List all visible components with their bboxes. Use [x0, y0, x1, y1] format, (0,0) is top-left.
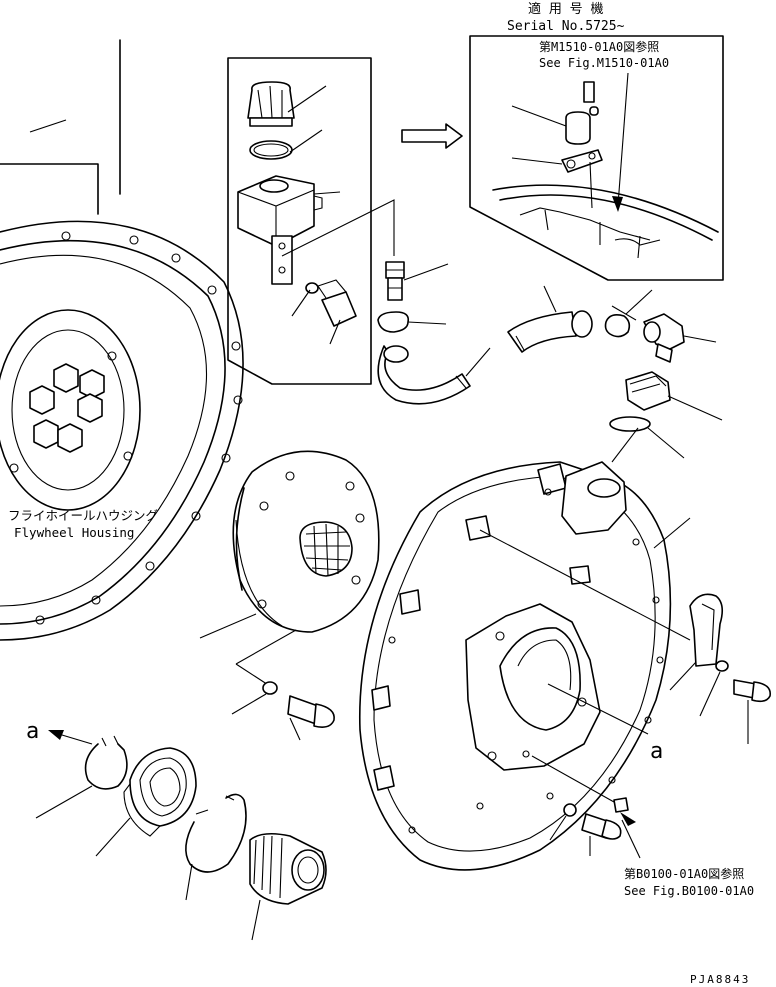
- bolt-small: [321, 291, 357, 327]
- drawing-id: PJA8843: [690, 973, 750, 986]
- inset-sensor: [565, 111, 591, 145]
- hose-left: [377, 345, 471, 405]
- hose-assembly: [377, 261, 723, 459]
- spline-hub: [299, 521, 353, 577]
- serial-inset-box: 第M1510-01A0図参照 See Fig.M1510-01A0: [469, 35, 724, 281]
- snap-ring-left: [35, 735, 128, 819]
- arrow-to-inset: [401, 123, 463, 149]
- splined-coupling: [249, 832, 327, 941]
- o-ring-plug: [609, 416, 651, 432]
- pump-bore: [499, 627, 581, 731]
- bracket-bolt: [733, 679, 771, 744]
- bracket-plate: [271, 235, 293, 285]
- callout-a-right: a: [650, 739, 663, 764]
- ball-bearing: [95, 747, 197, 857]
- sensor-assembly-box: [227, 57, 372, 385]
- flywheel-label-en: Flywheel Housing: [14, 525, 134, 540]
- serial-number-label: Serial No.5725~: [507, 19, 625, 34]
- flywheel-housing: フライホイールハウジング Flywheel Housing: [0, 39, 244, 641]
- bottom-ref-en: See Fig.B0100-01A0: [624, 884, 754, 898]
- inset-ref-jp: 第M1510-01A0図参照: [539, 39, 659, 54]
- snap-ring-middle: [185, 793, 247, 901]
- hose-right: [507, 311, 577, 353]
- bottom-ref-jp: 第B0100-01A0図参照: [624, 866, 744, 881]
- inset-bracket: [561, 149, 603, 173]
- pump-bolt: [581, 813, 622, 856]
- hose-clamp-right: [604, 314, 631, 338]
- washer-small: [305, 282, 319, 294]
- plug-fitting: [625, 371, 671, 411]
- inset-bolt: [583, 81, 595, 103]
- plug-small: [613, 797, 629, 813]
- pump-washer: [563, 803, 577, 817]
- lock-bracket: [669, 593, 724, 691]
- flywheel-label-jp: フライホイールハウジング: [8, 508, 158, 523]
- pump-housing: [358, 427, 691, 871]
- hose-clamp-left: [377, 311, 410, 333]
- callout-a-left: a: [26, 719, 39, 744]
- coupling-disc: [199, 450, 380, 691]
- hub-bolts: [29, 363, 105, 453]
- disc-washer: [262, 681, 278, 695]
- disc-bolt: [287, 695, 335, 741]
- applicable-model-label: 適 用 号 機: [528, 1, 603, 17]
- inset-ref-en: See Fig.M1510-01A0: [539, 56, 669, 70]
- bracket-washer: [715, 660, 729, 672]
